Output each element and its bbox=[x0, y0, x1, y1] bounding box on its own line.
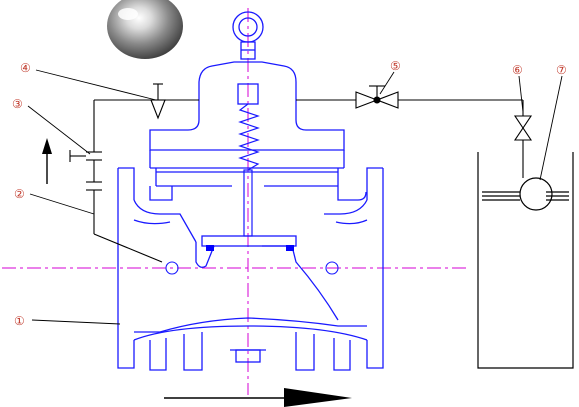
centerlines bbox=[2, 8, 470, 395]
float-ball-icon bbox=[519, 177, 553, 211]
water-tank bbox=[477, 152, 574, 369]
steel-ball-float-icon bbox=[107, 0, 183, 59]
callout-1: ① bbox=[14, 314, 25, 328]
compression-spring-icon bbox=[238, 103, 260, 171]
ball-valve-icon bbox=[69, 150, 102, 191]
valve-body bbox=[117, 167, 384, 371]
control-piping bbox=[93, 99, 524, 263]
valve-stem-disc bbox=[201, 169, 297, 251]
needle-valve-icon bbox=[150, 83, 166, 120]
callout-6: ⑥ bbox=[512, 63, 523, 77]
callout-5: ⑤ bbox=[390, 59, 401, 73]
callout-2: ② bbox=[14, 187, 25, 201]
callout-7: ⑦ bbox=[556, 63, 567, 77]
leader-lines bbox=[27, 69, 563, 325]
float-inlet-valve-icon bbox=[513, 115, 533, 141]
eye-bolt-icon bbox=[232, 11, 264, 60]
callout-3: ③ bbox=[12, 97, 23, 111]
callout-labels: ① ② ③ ④ ⑤ ⑥ ⑦ bbox=[12, 59, 567, 328]
callout-4: ④ bbox=[20, 61, 31, 75]
globe-valve-icon bbox=[355, 85, 399, 109]
bolt-holes bbox=[165, 261, 339, 275]
upward-flow-arrow-icon bbox=[42, 138, 52, 184]
valve-bonnet bbox=[149, 61, 345, 187]
flow-direction-arrow-icon bbox=[164, 388, 352, 407]
